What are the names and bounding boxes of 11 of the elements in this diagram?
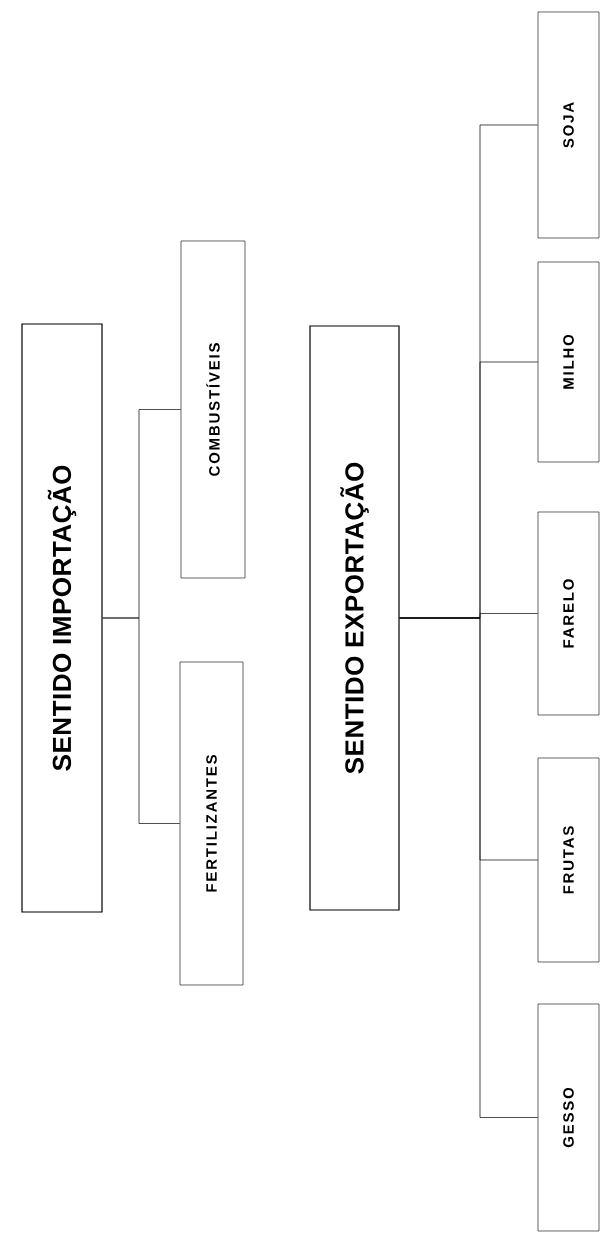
product-box: COMBUSTÍVEIS xyxy=(180,240,246,579)
product-box: FARELO xyxy=(537,511,600,716)
product-box: MILHO xyxy=(537,261,600,463)
heading-box: SENTIDO IMPORTAÇÃO xyxy=(21,323,103,913)
heading-box: SENTIDO EXPORTAÇÃO xyxy=(309,325,400,911)
connector-line xyxy=(102,409,182,619)
product-box: SOJA xyxy=(537,11,600,239)
product-box: FRUTAS xyxy=(537,757,600,963)
connector-line xyxy=(399,124,539,619)
product-box: GESSO xyxy=(537,1003,600,1232)
product-box: FERTILIZANTES xyxy=(179,661,244,986)
